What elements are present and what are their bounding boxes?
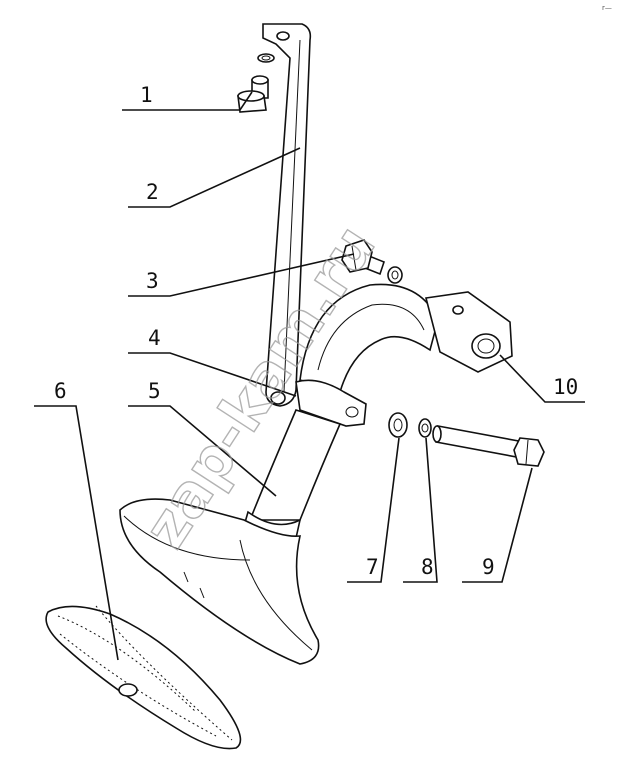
washer-spring [418,418,432,438]
corner-mark: r— [602,4,612,12]
washer-flat [388,412,408,438]
callout-5: 5 [148,379,161,403]
callout-1: 1 [140,83,153,107]
callout-3: 3 [146,269,159,293]
bracket-strap [262,23,312,407]
bolt-small [237,53,275,113]
leader-lines [34,91,585,661]
bolt-long [432,425,545,467]
callout-6: 6 [54,379,67,403]
callout-labels: 1 2 3 4 5 6 7 8 9 10 [54,83,578,579]
disc [45,605,242,750]
callout-8: 8 [421,555,434,579]
callout-9: 9 [482,555,495,579]
callout-4: 4 [148,326,161,350]
funnel-body [119,409,342,665]
callout-7: 7 [366,555,379,579]
bolt-medium [341,239,403,284]
callout-2: 2 [146,180,159,204]
elbow-pipe [295,283,513,427]
callout-10: 10 [553,375,578,399]
